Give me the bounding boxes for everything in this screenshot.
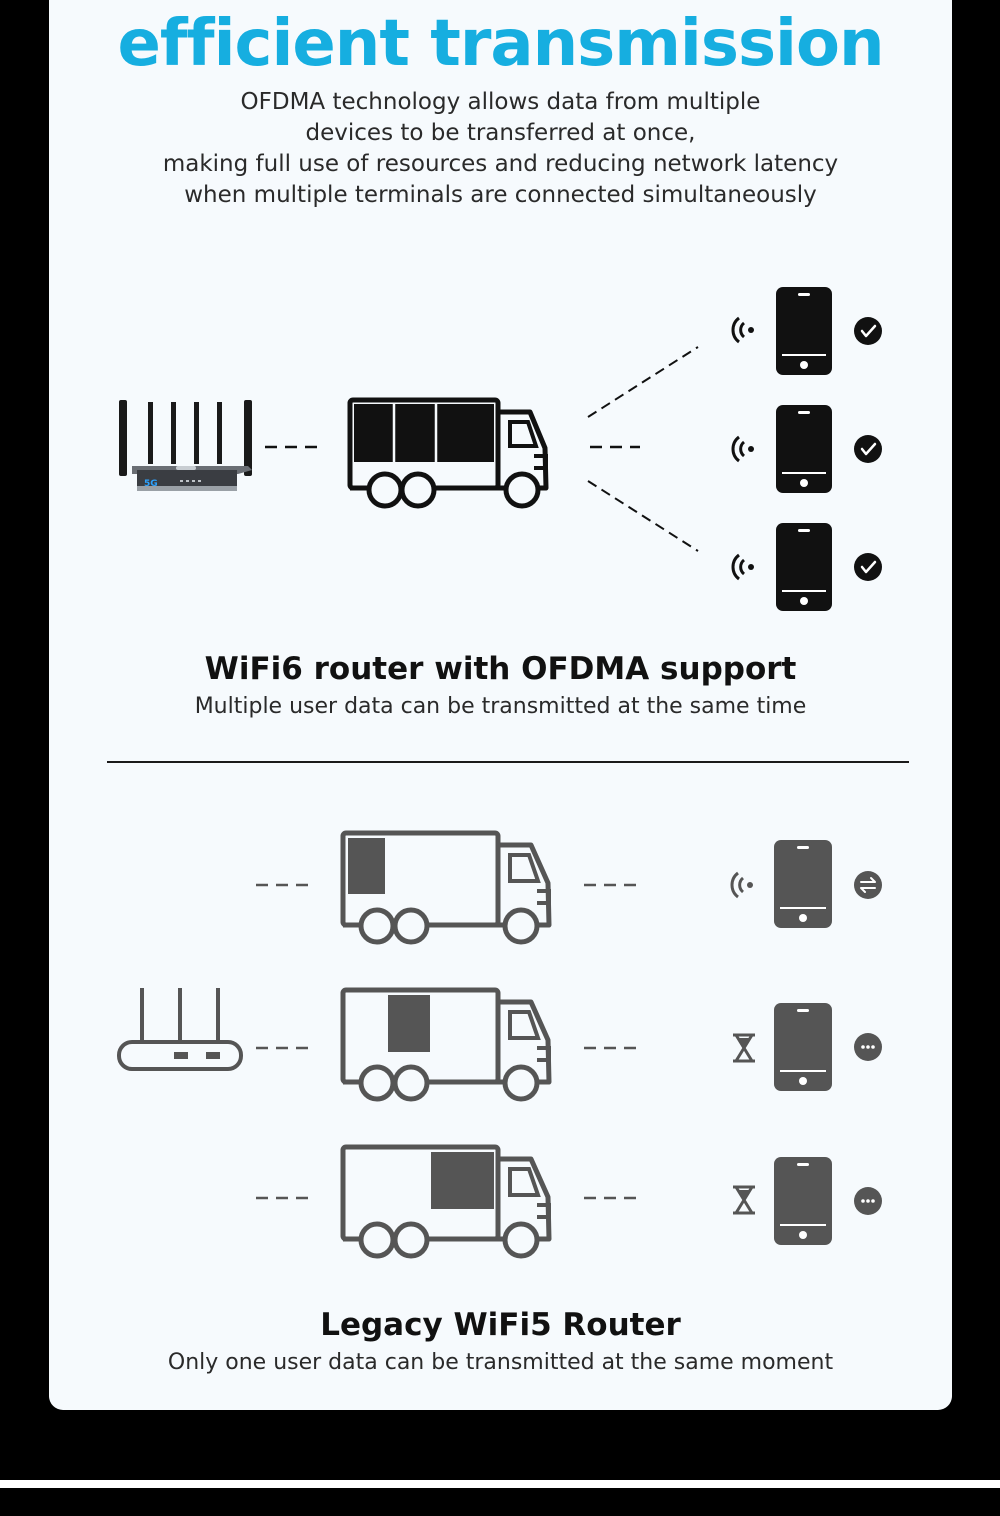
wifi6-title: WiFi6 router with OFDMA support [204, 651, 797, 687]
wifi-signal-icon [731, 316, 756, 344]
wifi5-truck-2 [343, 990, 549, 1099]
wifi5-title: Legacy WiFi5 Router [320, 1307, 681, 1343]
dashed-link-top [587, 346, 699, 418]
dashed-link-bottom [587, 480, 699, 552]
hourglass-icon [733, 1033, 755, 1063]
intro-line-4: when multiple terminals are connected si… [184, 182, 817, 208]
wifi-signal-icon [731, 435, 756, 463]
wifi5-router [117, 988, 243, 1071]
phone-icon [775, 522, 833, 612]
intro-line-2: devices to be transferred at once, [305, 120, 696, 146]
more-icon [854, 1187, 882, 1215]
phone-icon [773, 839, 833, 929]
wifi5-subtitle: Only one user data can be transmitted at… [167, 1350, 834, 1375]
section-divider [107, 761, 909, 763]
more-icon [854, 1033, 882, 1061]
wifi-signal-icon [731, 553, 756, 581]
footer-band [0, 1480, 1000, 1488]
check-icon [854, 553, 882, 581]
intro-line-1: OFDMA technology allows data from multip… [240, 89, 761, 115]
transfer-icon [854, 871, 882, 899]
wifi5-dashed-links [256, 883, 638, 1200]
wifi6-truck [350, 400, 546, 506]
wifi5-truck-3 [343, 1147, 549, 1256]
check-icon [854, 435, 882, 463]
phone-icon [773, 1156, 833, 1246]
router-badge-text: 5G [144, 479, 158, 489]
phone-icon [773, 1002, 833, 1092]
page-title: efficient transmission [117, 7, 884, 81]
intro-line-3: making full use of resources and reducin… [162, 151, 839, 177]
wifi6-subtitle: Multiple user data can be transmitted at… [194, 694, 807, 719]
wifi6-router: 5G [119, 400, 252, 491]
wifi-signal-icon [730, 871, 755, 899]
wifi5-truck-1 [343, 833, 549, 942]
hourglass-icon [733, 1185, 755, 1215]
phone-icon [775, 286, 833, 376]
check-icon [854, 317, 882, 345]
phone-icon [775, 404, 833, 494]
